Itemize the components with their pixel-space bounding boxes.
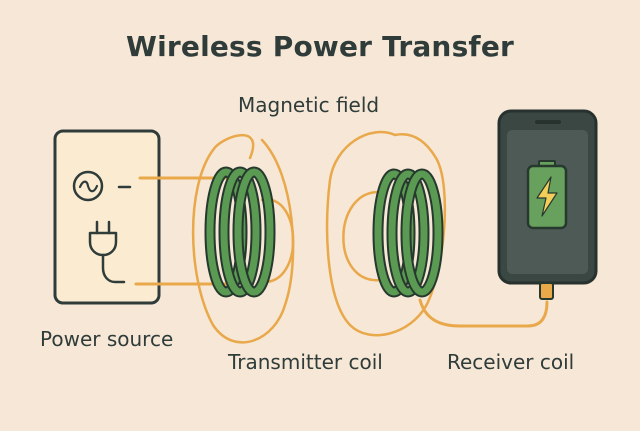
transmitter-magnetic-field xyxy=(191,133,295,344)
transmitter-field-inner xyxy=(260,198,295,284)
phone-cable xyxy=(418,298,549,328)
receiver-coil-label: Receiver coil xyxy=(447,350,575,374)
receiver-magnetic-field xyxy=(325,130,447,337)
receiver-coil xyxy=(372,168,444,298)
phone-speaker xyxy=(535,120,561,124)
ac-source-icon xyxy=(72,170,132,202)
receiver-field-outer xyxy=(325,130,447,337)
battery-charging-icon xyxy=(526,160,568,230)
power-source-label: Power source xyxy=(40,327,174,351)
plug-icon xyxy=(88,220,126,284)
receiver-field-inner xyxy=(342,190,383,282)
power-source xyxy=(53,129,161,305)
transmitter-coil-label: Transmitter coil xyxy=(228,350,383,374)
phone xyxy=(497,109,598,300)
bolt-icon xyxy=(536,176,558,217)
magnetic-field-label: Magnetic field xyxy=(238,93,380,117)
diagram-title: Wireless Power Transfer xyxy=(125,30,515,63)
phone-connector xyxy=(539,282,554,300)
transmitter-coil xyxy=(204,166,276,298)
